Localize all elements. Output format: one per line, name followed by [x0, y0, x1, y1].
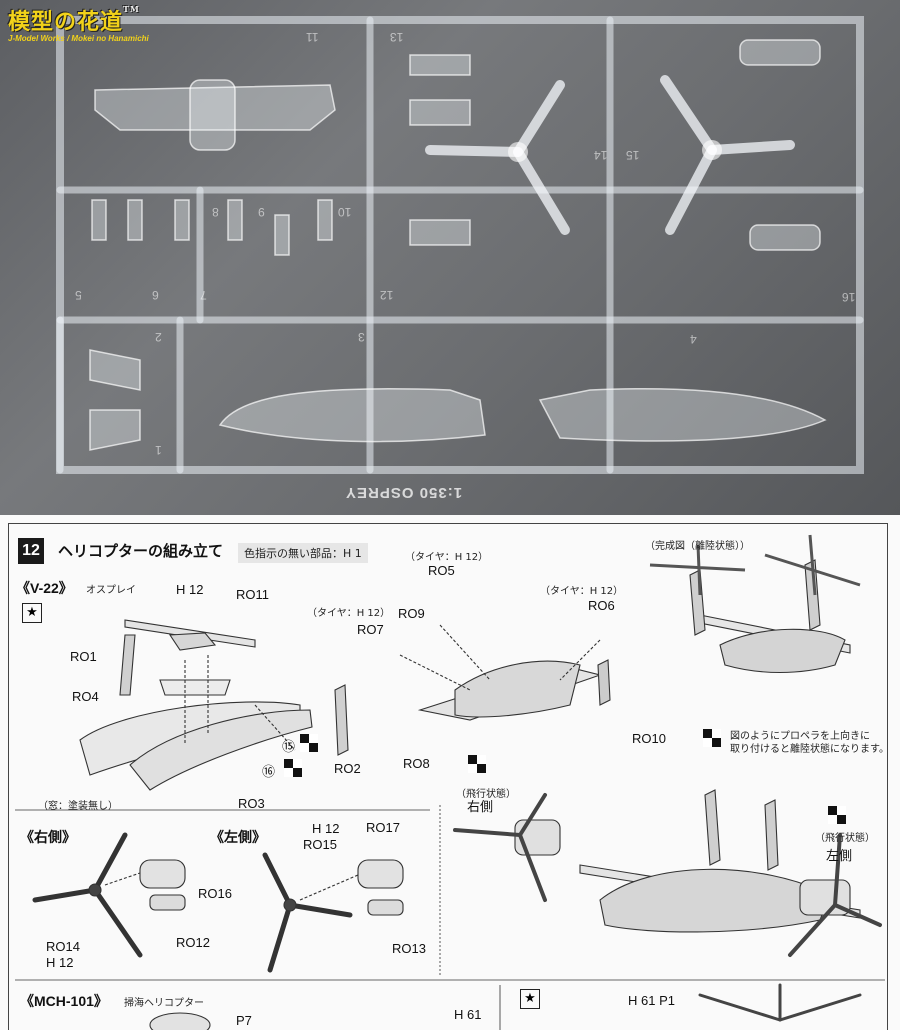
- window-note: （窓：塗装無し）: [38, 801, 118, 812]
- paint-marker-icon: [703, 729, 721, 747]
- label-15: ⑮: [282, 739, 296, 754]
- sprue-number: 3: [358, 330, 365, 344]
- label-h12-mid: H 12: [312, 821, 340, 836]
- sprue-number: 16: [842, 290, 856, 304]
- v22-subtitle: オスプレイ: [86, 585, 136, 596]
- sprue-number: 1: [155, 443, 162, 457]
- no-paint-parts-note: 色指示の無い部品：H 1: [238, 543, 368, 563]
- label-16: ⑯: [262, 764, 276, 779]
- label-ro11: RO11: [236, 587, 269, 602]
- label-h12-top: H 12: [176, 582, 204, 597]
- prop-note-line2: 取り付けると離陸状態になります。: [730, 744, 889, 755]
- sprue-number: 13: [390, 30, 404, 44]
- sprue-number: 11: [306, 30, 319, 44]
- label-h61: H 61: [454, 1007, 482, 1022]
- label-ro8: RO8: [403, 756, 430, 771]
- sprue-number: 2: [155, 330, 162, 344]
- sprue-number: 8: [212, 205, 219, 219]
- mch101-heading: 《MCH-101》: [20, 993, 108, 1009]
- instruction-drawing: [15, 534, 885, 1030]
- left-side-heading: 《左側》: [210, 829, 266, 845]
- label-ro17: RO17: [366, 820, 400, 835]
- flight-state-note-right: （飛行状態）: [456, 789, 516, 800]
- sprue-number: 7: [200, 288, 207, 302]
- step-title: ヘリコプターの組み立て: [58, 542, 224, 560]
- tire-note-c: （タイヤ：H 12）: [540, 586, 624, 597]
- sheet-frame: [8, 523, 888, 1030]
- label-p7: P7: [236, 1013, 252, 1028]
- star-icon: ★: [520, 989, 540, 1009]
- completed-view-note: （完成図（離陸状態））: [645, 541, 750, 552]
- mch101-subtitle: 掃海ヘリコプター: [124, 998, 204, 1009]
- instruction-sheet: 12 ヘリコプターの組み立て 色指示の無い部品：H 1 （完成図（離陸状態）） …: [0, 515, 900, 1030]
- label-ro6: RO6: [588, 598, 615, 613]
- sprue-number: 5: [75, 288, 82, 302]
- step-number-badge: 12: [18, 538, 44, 564]
- v22-heading: 《V-22》: [16, 580, 73, 596]
- logo-tm: TM: [123, 4, 140, 14]
- prop-note-line1: 図のようにプロペラを上向きに: [730, 731, 870, 742]
- right-side-heading: 《右側》: [20, 829, 76, 845]
- paint-marker-icon: [828, 806, 846, 824]
- label-ro16: RO16: [198, 886, 232, 901]
- label-h61-p1: H 61 P1: [628, 993, 675, 1008]
- label-ro4: RO4: [72, 689, 99, 704]
- label-ro5: RO5: [428, 563, 455, 578]
- tire-note-a: （タイヤ：H 12）: [405, 552, 489, 563]
- sprue-number: 12: [380, 288, 394, 302]
- label-ro7: RO7: [357, 622, 384, 637]
- label-h12-bottom: H 12: [46, 955, 74, 970]
- sprue-number: 15: [626, 148, 640, 162]
- label-ro13: RO13: [392, 941, 426, 956]
- sprue-number: 9: [258, 205, 265, 219]
- sprue-number: 6: [152, 288, 159, 302]
- logo-subtitle: J-Model Works / Mokei no Hanamichi: [8, 34, 149, 43]
- sprue-brand-mark: 1:350 OSPREY: [345, 484, 463, 501]
- label-ro1: RO1: [70, 649, 97, 664]
- right-label: 右側: [467, 799, 494, 814]
- star-icon: ★: [22, 603, 42, 623]
- tire-note-b: （タイヤ：H 12）: [307, 608, 391, 619]
- sprue-number: 10: [338, 205, 352, 219]
- sprue-number: 4: [690, 332, 697, 346]
- label-ro12: RO12: [176, 935, 210, 950]
- label-ro2: RO2: [334, 761, 361, 776]
- paint-marker-icon: [300, 734, 318, 752]
- label-ro15: RO15: [303, 837, 337, 852]
- sprue-photo: 模型の花道TM J-Model Works / Mokei no Hanamic…: [0, 0, 900, 515]
- flight-state-note-left: （飛行状態）: [815, 833, 875, 844]
- sprue-drawing: [56, 16, 864, 474]
- left-label: 左側: [826, 848, 853, 863]
- label-ro14: RO14: [46, 939, 80, 954]
- label-ro9: RO9: [398, 606, 425, 621]
- label-ro3: RO3: [238, 796, 265, 811]
- label-ro10: RO10: [632, 731, 666, 746]
- logo-main: 模型の花道: [8, 9, 124, 35]
- site-logo: 模型の花道TM J-Model Works / Mokei no Hanamic…: [8, 4, 149, 43]
- paint-marker-icon: [468, 755, 486, 773]
- sprue-number: 14: [594, 148, 608, 162]
- paint-marker-icon: [284, 759, 302, 777]
